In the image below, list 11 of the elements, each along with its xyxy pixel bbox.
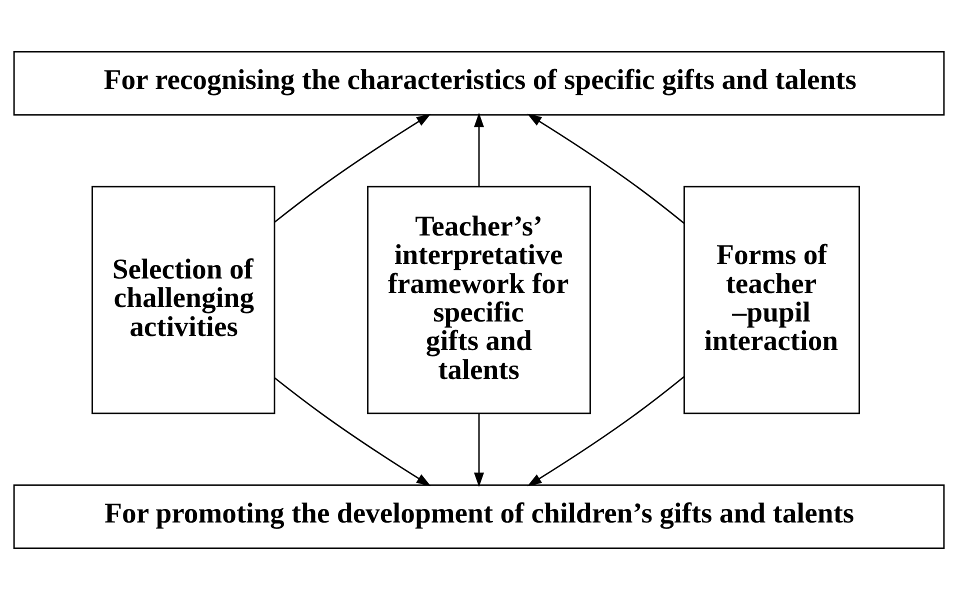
node-box: For promoting the development of children’s gifts and talents xyxy=(13,484,945,549)
node-box: For recognising the characteristics of specific gifts and talents xyxy=(13,51,945,116)
node-box: Selection of challenging activities xyxy=(92,186,276,414)
arrow xyxy=(274,114,431,223)
arrow xyxy=(474,112,484,186)
arrow xyxy=(527,114,685,224)
arrow xyxy=(474,414,484,487)
node-box: Forms of teacher –pupil interaction xyxy=(684,186,860,414)
node-box: Teacher’s’ interpretative framework for specific gifts and talents xyxy=(367,186,591,414)
arrow xyxy=(527,376,685,486)
arrow xyxy=(274,377,431,486)
